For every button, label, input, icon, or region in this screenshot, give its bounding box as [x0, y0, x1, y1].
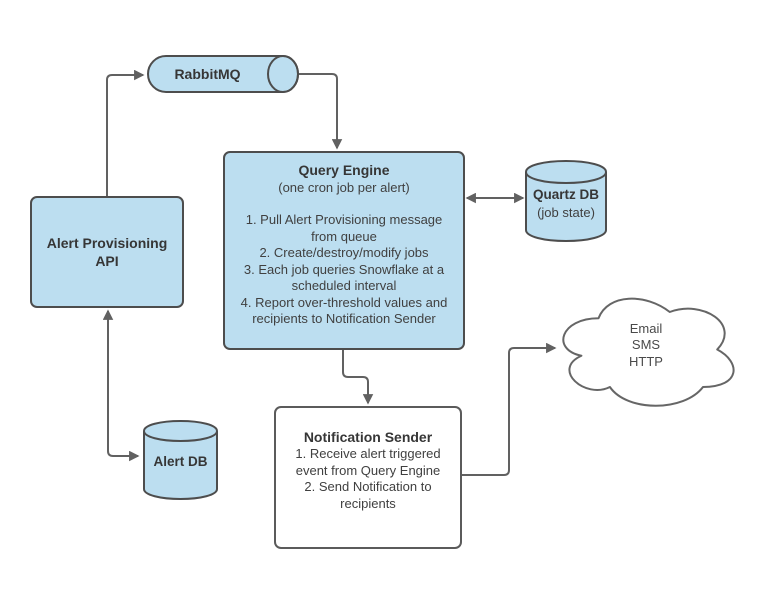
- node-quartz-db: Quartz DB (job state): [525, 159, 607, 243]
- node-alert-provisioning-api: Alert Provisioning API: [30, 196, 184, 308]
- alert-db-label: Alert DB: [153, 454, 208, 469]
- connector-api-to-rabbitmq: [106, 69, 145, 196]
- quartz-db-title: Quartz DB: [532, 187, 599, 202]
- connector-query-engine-to-notification-sender: [342, 350, 374, 405]
- quartz-db-subtitle: (job state): [537, 205, 595, 220]
- node-alert-db: Alert DB: [143, 419, 218, 501]
- connector-api-alert-db: [102, 309, 140, 462]
- quartz-db-cylinder: [525, 159, 607, 243]
- notification-sender-title: Notification Sender: [303, 429, 433, 445]
- query-engine-steps: 1. Pull Alert Provisioning message from …: [240, 212, 448, 326]
- node-notification-sender: Notification Sender 1. Receive alert tri…: [274, 406, 462, 549]
- node-query-engine: Query Engine (one cron job per alert) 1.…: [223, 151, 465, 350]
- cloud-shape: [562, 297, 735, 407]
- connector-notification-sender-to-cloud: [462, 342, 557, 476]
- cloud-label: Email SMS HTTP: [629, 320, 663, 369]
- query-engine-title: Query Engine: [298, 162, 390, 178]
- query-engine-subtitle: (one cron job per alert): [278, 180, 410, 195]
- notification-sender-steps: 1. Receive alert triggered event from Qu…: [295, 446, 441, 511]
- rabbitmq-label: RabbitMQ: [174, 66, 241, 82]
- alert-provisioning-api-label: Alert Provisioning API: [46, 235, 168, 269]
- connector-rabbitmq-to-query-engine: [298, 73, 343, 150]
- node-rabbitmq: RabbitMQ: [147, 55, 299, 93]
- alert-db-cylinder: [143, 419, 218, 501]
- node-cloud: Email SMS HTTP: [551, 287, 741, 412]
- rabbitmq-queue-shape: [147, 55, 299, 93]
